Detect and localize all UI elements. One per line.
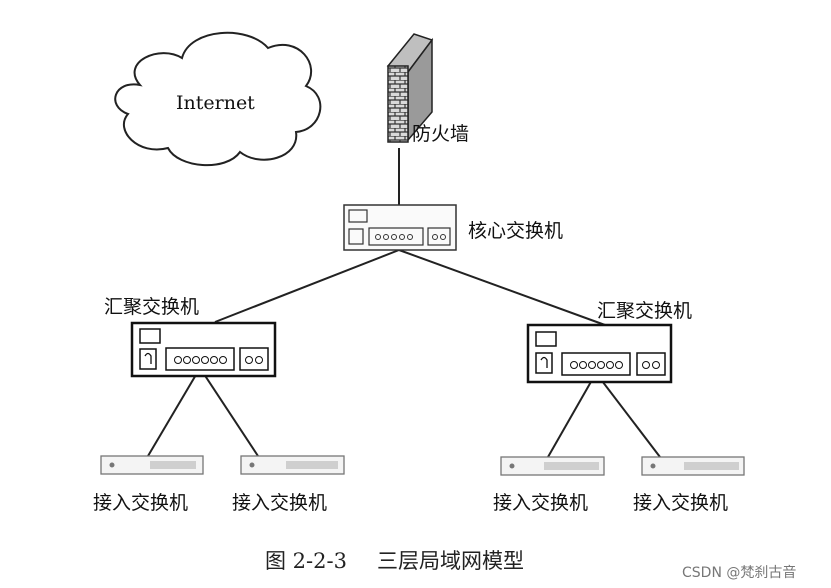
firewall-label: 防火墙: [412, 123, 470, 145]
core-switch-icon: [343, 204, 457, 251]
link-agg-right-access-4: [595, 372, 661, 458]
link-agg-left-access-2: [199, 367, 259, 457]
access-switch-1-icon: [100, 455, 204, 475]
firewall-icon: [386, 33, 434, 143]
access-switch-2-icon: [240, 455, 345, 475]
agg-switch-right-label: 汇聚交换机: [597, 300, 693, 322]
access-switch-4-label: 接入交换机: [633, 492, 729, 514]
core-switch-label: 核心交换机: [468, 220, 564, 242]
access-switch-3-icon: [500, 456, 605, 476]
connection-lines: [147, 148, 661, 458]
link-agg-right-access-3: [547, 372, 597, 458]
internet-label: Internet: [176, 92, 255, 114]
link-agg-left-access-1: [147, 367, 201, 457]
agg-switch-right-icon: [526, 323, 673, 384]
link-core-agg-left: [214, 249, 400, 323]
access-switch-2-label: 接入交换机: [232, 492, 328, 514]
agg-switch-left-icon: [130, 321, 277, 378]
figure-caption: 图 2-2-3 三层局域网模型: [265, 545, 524, 575]
watermark: CSDN @梵刹古音: [682, 565, 797, 581]
internet-cloud-icon: [114, 31, 322, 166]
link-core-agg-right: [398, 249, 606, 326]
figure-number: 图 2-2-3: [265, 549, 347, 573]
access-switch-1-label: 接入交换机: [93, 492, 189, 514]
access-switch-3-label: 接入交换机: [493, 492, 589, 514]
access-switch-4-icon: [641, 456, 745, 476]
figure-title: 三层局域网模型: [376, 549, 524, 573]
agg-switch-left-label: 汇聚交换机: [104, 296, 200, 318]
